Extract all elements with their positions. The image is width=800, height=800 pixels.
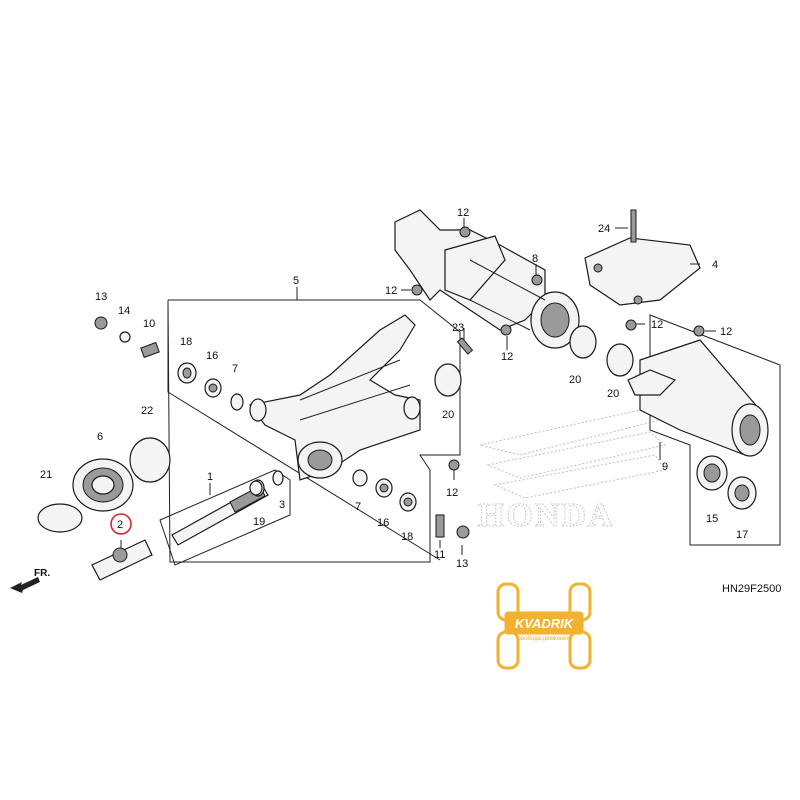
universal-joint — [91, 539, 153, 581]
honda-wordmark: HONDA — [478, 497, 615, 534]
callout-7-b: 7 — [355, 501, 361, 513]
callout-3: 3 — [279, 499, 285, 511]
callout-7-a: 7 — [232, 363, 238, 375]
front-direction-arrow: FR. — [10, 568, 50, 593]
bearings-and-seals — [177, 362, 757, 512]
boot — [72, 458, 134, 512]
fr-label: FR. — [34, 568, 50, 579]
callout-2: 2 — [117, 519, 123, 531]
callout-15: 15 — [706, 513, 718, 525]
callout-19: 19 — [253, 516, 265, 528]
upper-pivot-housing — [394, 209, 580, 349]
callout-16-b: 16 — [377, 517, 389, 529]
callout-13-b: 13 — [456, 558, 468, 570]
fasteners — [94, 209, 705, 539]
watermark-text: KVADRIK — [515, 616, 575, 631]
callout-16-a: 16 — [206, 350, 218, 362]
clamp-bands — [37, 437, 171, 533]
swingarm-body — [248, 314, 421, 481]
callout-17: 17 — [736, 529, 748, 541]
watermark-subtext: свобода движения — [518, 636, 570, 642]
bracket — [584, 237, 701, 306]
honda-wing-logo: HONDA — [478, 409, 667, 535]
callout-18-a: 18 — [180, 336, 192, 348]
callout-20-a: 20 — [442, 409, 454, 421]
callout-1: 1 — [207, 471, 213, 483]
diagram-code: HN29F2500 — [722, 583, 781, 595]
callout-12-e: 12 — [720, 326, 732, 338]
callout-5: 5 — [293, 275, 299, 287]
callout-9: 9 — [662, 461, 668, 473]
leader-lines — [120, 218, 716, 555]
callout-20-b: 20 — [569, 374, 581, 386]
kvadrik-watermark: KVADRIK свобода движения — [496, 582, 592, 670]
part-2-highlight-circle — [110, 513, 132, 535]
callout-12-d: 12 — [651, 319, 663, 331]
callout-12-c: 12 — [501, 351, 513, 363]
callout-10: 10 — [143, 318, 155, 330]
callout-13-a: 13 — [95, 291, 107, 303]
o-rings — [434, 325, 634, 397]
housing-box — [649, 314, 781, 546]
callout-4: 4 — [712, 259, 718, 271]
drive-shaft-box — [159, 469, 291, 566]
callout-11: 11 — [434, 549, 445, 561]
callout-23: 23 — [452, 322, 464, 334]
callout-12-b: 12 — [385, 285, 397, 297]
callout-22: 22 — [141, 405, 153, 417]
callout-labels: 1 2 3 4 5 6 7 7 8 9 10 11 12 12 12 12 12… — [40, 207, 748, 570]
callout-12-f: 12 — [446, 487, 458, 499]
callout-24: 24 — [598, 223, 610, 235]
callout-6: 6 — [97, 431, 103, 443]
callout-12-a: 12 — [457, 207, 469, 219]
callout-21: 21 — [40, 469, 52, 481]
callout-20-c: 20 — [607, 388, 619, 400]
callout-18-b: 18 — [401, 531, 413, 543]
callout-8: 8 — [532, 253, 538, 265]
callout-14: 14 — [118, 305, 130, 317]
final-gear-housing — [627, 339, 769, 457]
swingarm-assembly-box — [167, 299, 461, 563]
